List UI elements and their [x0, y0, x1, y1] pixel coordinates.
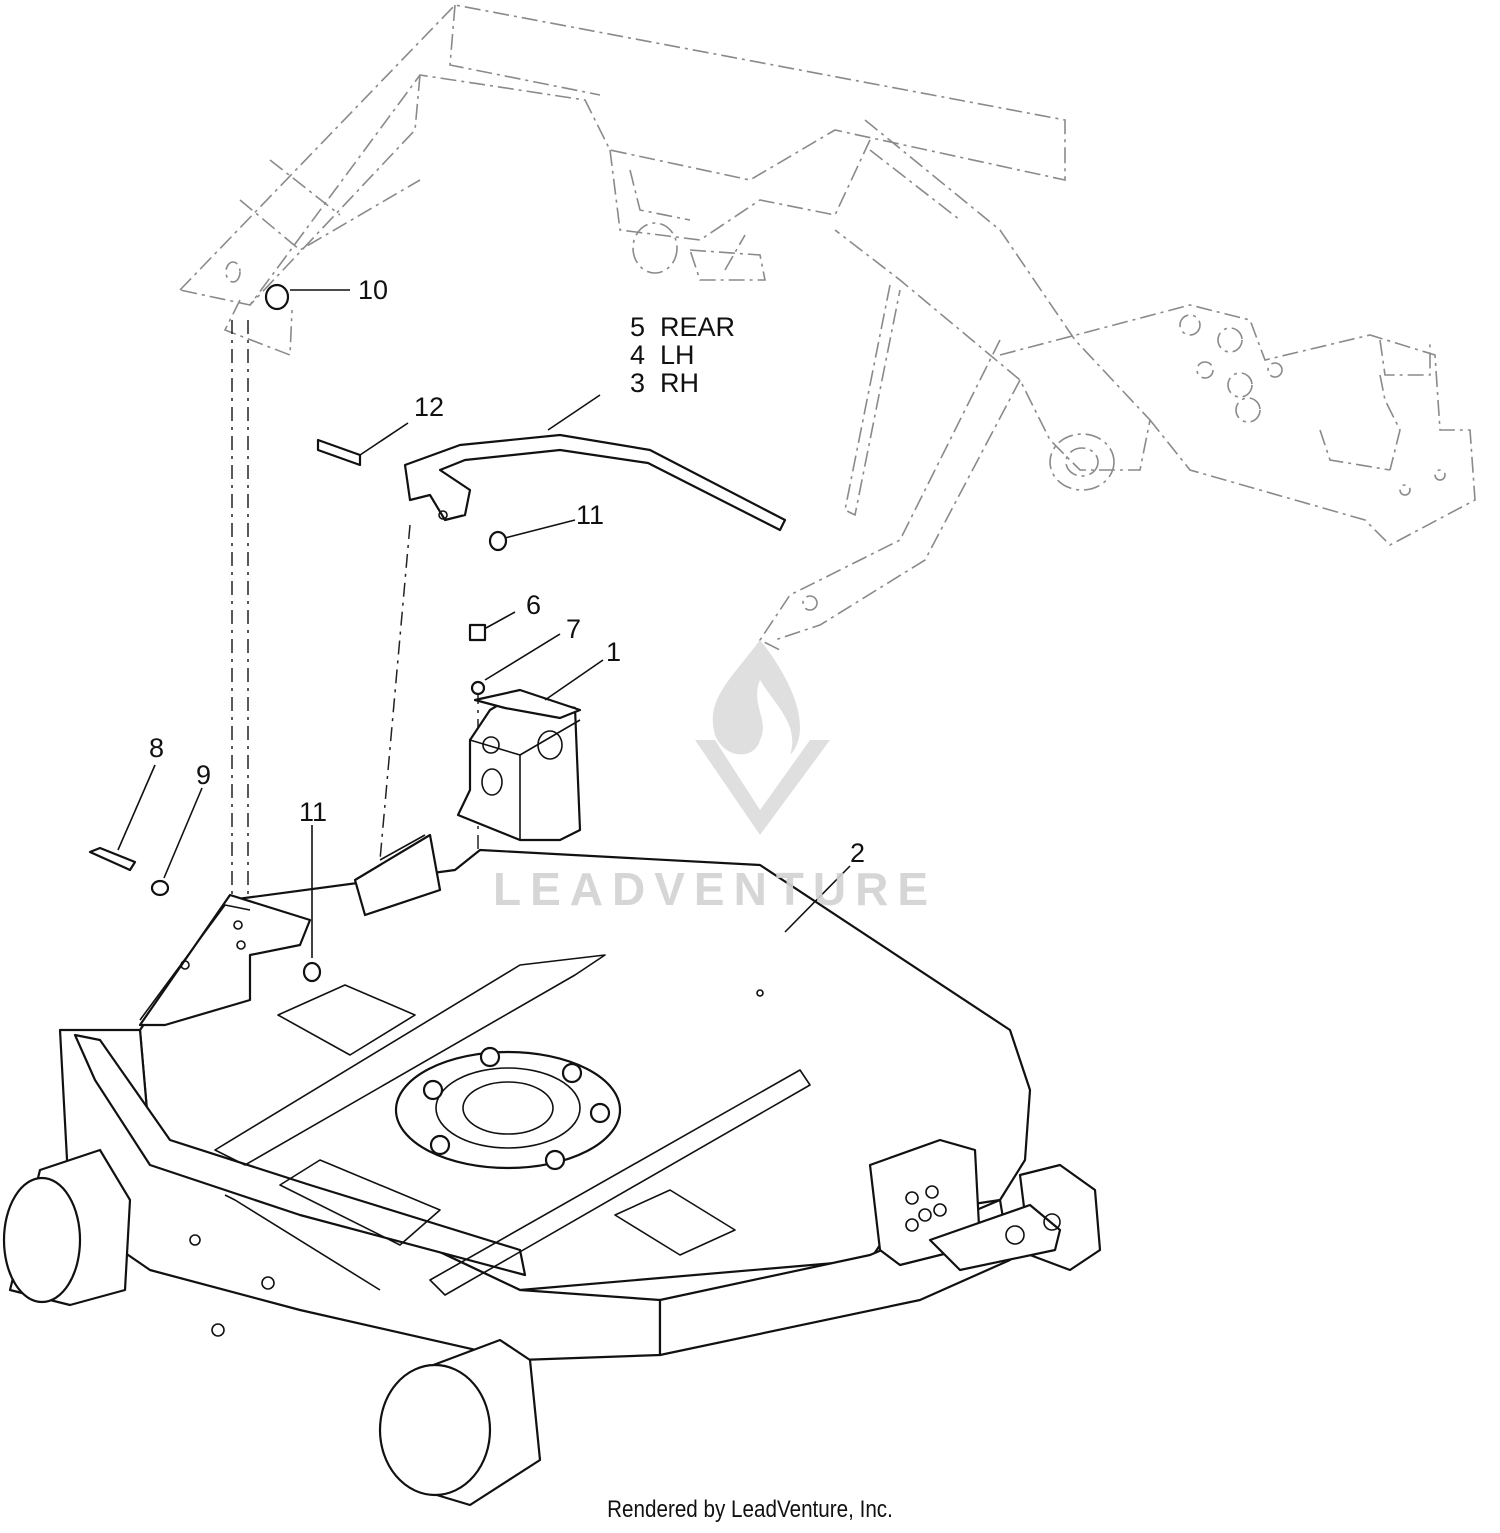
callout-8: 8 — [149, 733, 164, 763]
part-9-washer — [150, 879, 170, 897]
part-8-bolt — [88, 846, 137, 872]
part-11-nut-lower — [302, 961, 322, 983]
hydraulic-motor — [456, 623, 582, 842]
callout-11-upper: 11 — [576, 500, 604, 530]
callout-1: 1 — [606, 637, 621, 667]
callout-5: 5 REAR — [630, 312, 735, 342]
callout-6: 6 — [526, 590, 541, 620]
hardware — [88, 283, 322, 983]
lift-arm — [316, 433, 787, 552]
render-credit: Rendered by LeadVenture, Inc. — [607, 1496, 893, 1523]
callout-7: 7 — [566, 614, 581, 644]
spindle-hub — [394, 1046, 622, 1171]
tractor-frame-phantom — [178, 4, 1476, 651]
part-10-bushing — [264, 283, 290, 311]
callout-12: 12 — [414, 392, 444, 422]
callouts: 10 5 REAR 4 LH 3 RH 12 11 6 7 1 8 9 11 2 — [149, 275, 865, 868]
leader-lines — [117, 289, 851, 958]
callout-10: 10 — [358, 275, 388, 305]
callout-11-lower: 11 — [299, 797, 327, 827]
callout-9: 9 — [196, 760, 211, 790]
callout-3: 3 RH — [630, 368, 699, 398]
front-roller — [378, 1338, 542, 1507]
leadventure-watermark: LEADVENTURE — [493, 640, 937, 915]
left-roller — [2, 1148, 132, 1307]
mower-deck — [2, 833, 1102, 1507]
v-logo-icon — [695, 740, 830, 835]
callout-4: 4 LH — [630, 340, 695, 370]
flame-logo-icon — [712, 640, 800, 755]
callout-2: 2 — [850, 838, 865, 868]
watermark-text: LEADVENTURE — [493, 863, 937, 915]
